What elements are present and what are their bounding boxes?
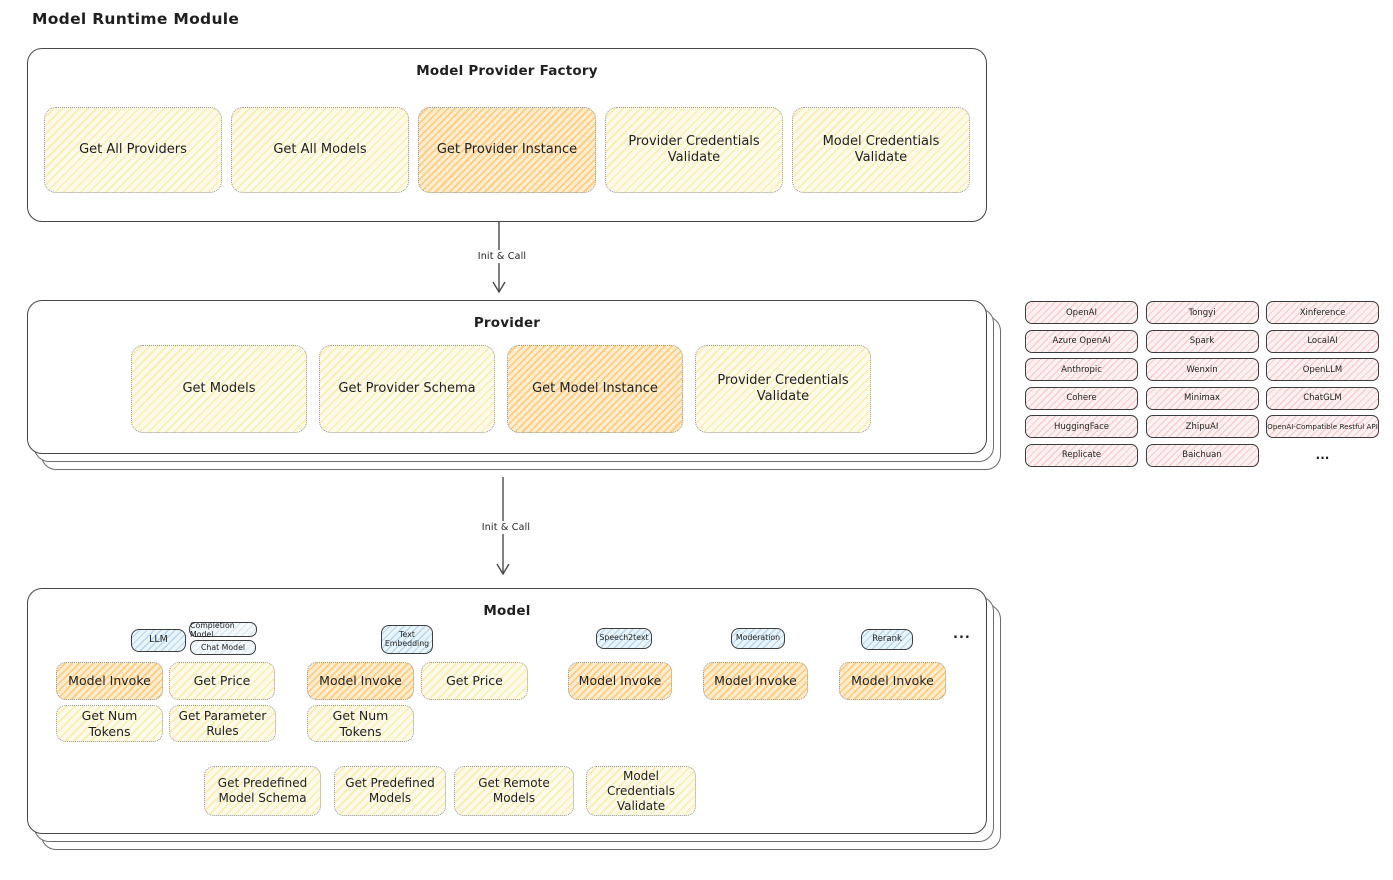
node-llm-model-invoke: Model Invoke: [56, 662, 163, 700]
node-llm-get-price: Get Price: [169, 662, 275, 700]
provider-vendor-grid: OpenAI Tongyi Xinference Azure OpenAI Sp…: [1025, 301, 1379, 467]
vendor-chip: ChatGLM: [1266, 386, 1379, 410]
vendor-chip: HuggingFace: [1025, 415, 1138, 438]
tab-moderation: Moderation: [731, 628, 785, 649]
node-get-model-instance: Get Model Instance: [507, 345, 683, 433]
vendor-more-ellipsis: ...: [1315, 448, 1330, 462]
node-model-credentials-validate: Model Credentials Validate: [792, 107, 970, 193]
vendor-chip: OpenLLM: [1266, 358, 1379, 381]
vendor-chip: OpenAI: [1025, 301, 1138, 324]
node-llm-get-num-tokens: Get Num Tokens: [56, 705, 163, 742]
node-get-predefined-model-schema: Get Predefined Model Schema: [204, 766, 321, 816]
model-card: Model LLM Completion Model Chat Model Te…: [27, 588, 987, 834]
vendor-chip: Wenxin: [1145, 358, 1259, 381]
node-get-models: Get Models: [131, 345, 307, 433]
tab-speech2text: Speech2text: [596, 628, 652, 649]
node-speech2text-model-invoke: Model Invoke: [568, 662, 672, 700]
tab-chat-model: Chat Model: [190, 640, 256, 655]
node-embedding-get-price: Get Price: [421, 662, 528, 700]
tab-llm: LLM: [131, 629, 186, 652]
node-get-provider-instance: Get Provider Instance: [418, 107, 596, 193]
tabs-more-ellipsis: ...: [953, 627, 971, 642]
node-moderation-model-invoke: Model Invoke: [703, 662, 808, 700]
vendor-chip: ZhipuAI: [1145, 415, 1259, 438]
page-title: Model Runtime Module: [32, 10, 240, 28]
vendor-chip: LocalAI: [1266, 329, 1379, 353]
node-get-predefined-models: Get Predefined Models: [334, 766, 446, 816]
vendor-chip: Replicate: [1025, 443, 1138, 467]
node-rerank-model-invoke: Model Invoke: [839, 662, 946, 700]
tab-rerank: Rerank: [861, 629, 913, 650]
vendor-chip: Xinference: [1266, 301, 1379, 324]
node-embedding-model-invoke: Model Invoke: [307, 662, 414, 700]
arrow-label-init-call-1: Init & Call: [462, 250, 542, 263]
model-card-title: Model: [483, 603, 531, 619]
vendor-chip: Cohere: [1025, 386, 1138, 410]
vendor-chip: Tongyi: [1145, 301, 1259, 324]
provider-card: Provider Get Models Get Provider Schema …: [27, 300, 987, 454]
tab-text-embedding: Text Embedding: [381, 625, 433, 654]
node-get-remote-models: Get Remote Models: [454, 766, 574, 816]
factory-button-row: Get All Providers Get All Models Get Pro…: [44, 107, 970, 193]
vendor-chip: Baichuan: [1145, 443, 1259, 467]
vendor-chip: OpenAI-Compatible Restful API: [1266, 415, 1379, 438]
provider-card-title: Provider: [473, 315, 541, 331]
provider-button-row: Get Models Get Provider Schema Get Model…: [131, 345, 871, 433]
node-get-all-models: Get All Models: [231, 107, 409, 193]
node-provider-credentials-validate: Provider Credentials Validate: [605, 107, 783, 193]
node-provider-credentials-validate-2: Provider Credentials Validate: [695, 345, 871, 433]
node-get-provider-schema: Get Provider Schema: [319, 345, 495, 433]
factory-card-title: Model Provider Factory: [416, 63, 598, 79]
node-llm-get-parameter-rules: Get Parameter Rules: [169, 705, 276, 742]
vendor-chip: Spark: [1145, 329, 1259, 353]
node-get-all-providers: Get All Providers: [44, 107, 222, 193]
vendor-chip: Azure OpenAI: [1025, 329, 1138, 353]
node-model-credentials-validate-2: Model Credentials Validate: [586, 766, 696, 816]
vendor-chip: Minimax: [1145, 386, 1259, 410]
node-embedding-get-num-tokens: Get Num Tokens: [307, 705, 414, 742]
vendor-chip: Anthropic: [1025, 358, 1138, 381]
tab-completion-model: Completion Model: [189, 621, 257, 639]
arrow-label-init-call-2: Init & Call: [466, 521, 546, 534]
factory-card: Model Provider Factory Get All Providers…: [27, 48, 987, 222]
